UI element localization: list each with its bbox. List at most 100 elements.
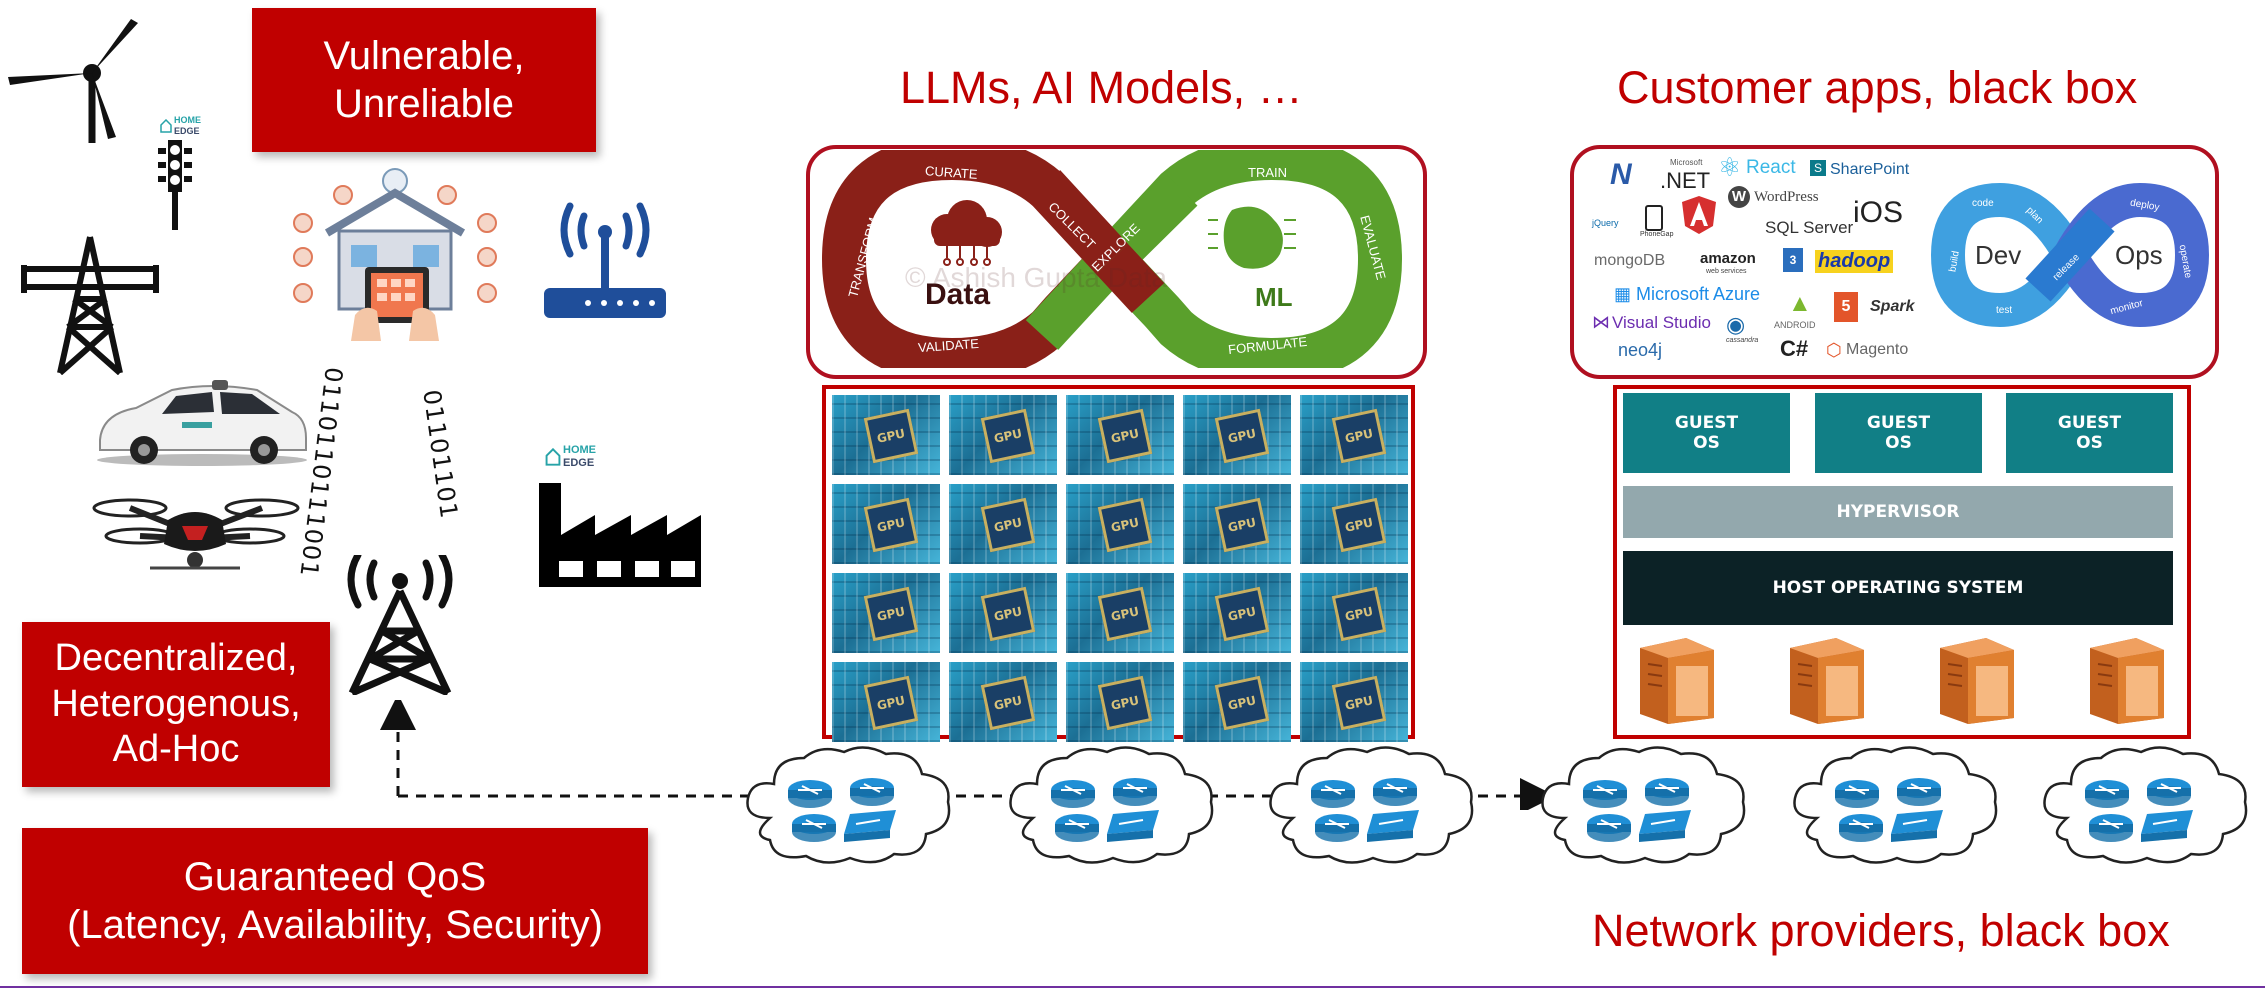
gpu-chip-icon: GPU — [1331, 586, 1387, 642]
traffic-light-icon — [158, 140, 192, 230]
gpu-chip-icon: GPU — [1331, 408, 1387, 464]
gpu-chip-icon: GPU — [980, 497, 1036, 553]
gpu-chip-icon: GPU — [1097, 586, 1153, 642]
gpu-chip-icon: GPU — [1097, 408, 1153, 464]
drone-icon — [92, 498, 300, 570]
binary-stream-right: 01101101 — [417, 388, 464, 521]
server-icon — [2090, 638, 2164, 724]
home-edge-text-1: HOME — [174, 115, 201, 125]
gpu-chip-tile: GPU — [1066, 395, 1174, 475]
logo-android-icon: ▲ — [1788, 290, 1812, 317]
logo-phonegap: PhoneGap — [1640, 231, 1674, 238]
logo-magento: Magento — [1846, 341, 1909, 358]
network-cloud-icon — [1541, 746, 1746, 864]
gpu-chip-icon: GPU — [1331, 497, 1387, 553]
qos-line-1: Guaranteed QoS — [183, 855, 487, 899]
gpu-chip-tile: GPU — [832, 484, 940, 564]
ml-lifecycle-diagram — [821, 150, 1403, 368]
network-heading: Network providers, black box — [1592, 905, 2170, 956]
guest-os-2-line-1: GUEST — [1866, 412, 1931, 433]
gpu-chip-icon: GPU — [863, 586, 919, 642]
gpu-chip-tile: GPU — [1300, 484, 1408, 564]
network-cloud-icon — [2043, 746, 2248, 864]
gpu-chip-tile: GPU — [1066, 484, 1174, 564]
logo-sqlserver: SQL Server — [1765, 218, 1854, 237]
gpu-chip-tile: GPU — [949, 573, 1057, 653]
logo-amazon-small: web services — [1706, 268, 1747, 275]
ml-center-data-label: Data — [925, 278, 991, 311]
gpu-chip-tile: GPU — [1183, 484, 1291, 564]
logo-visualstudio: Visual Studio — [1612, 313, 1711, 332]
logo-wordpress-icon: W — [1728, 186, 1750, 208]
gpu-chip-tile: GPU — [1066, 662, 1174, 742]
logo-hadoop: hadoop — [1815, 250, 1894, 273]
ml-stage-train: TRAIN — [1248, 165, 1287, 180]
gpu-chip-icon: GPU — [1214, 408, 1270, 464]
gpu-chip-tile: GPU — [1300, 395, 1408, 475]
gpu-chip-tile: GPU — [949, 395, 1057, 475]
bottom-divider — [0, 986, 2265, 988]
logo-sharepoint: SharePoint — [1830, 161, 1910, 178]
network-cloud-icon — [1269, 746, 1474, 864]
home-edge-text-2: EDGE — [563, 457, 595, 469]
gpu-chip-tile: GPU — [832, 573, 940, 653]
ml-center-ml-label: ML — [1255, 282, 1293, 312]
vulnerable-line-1: Vulnerable, — [323, 34, 525, 78]
gpu-chip-tile: GPU — [1300, 662, 1408, 742]
logo-neo4j: neo4j — [1618, 340, 1663, 360]
gpu-chip-tile: GPU — [1183, 395, 1291, 475]
gpu-chip-icon: GPU — [863, 675, 919, 731]
guest-os-2: GUEST OS — [1815, 393, 1982, 473]
server-icon — [1640, 638, 1714, 724]
logo-react: React — [1746, 157, 1796, 178]
qos-line-2: (Latency, Availability, Security) — [67, 903, 603, 947]
logo-phonegap-icon — [1645, 205, 1663, 231]
logo-react-icon: ⚛ — [1718, 152, 1742, 182]
gpu-chip-icon: GPU — [1331, 675, 1387, 731]
home-edge-text-2: EDGE — [174, 126, 200, 136]
logo-azure: Microsoft Azure — [1636, 284, 1761, 304]
wind-turbine-icon — [8, 19, 138, 143]
qos-box: Guaranteed QoS (Latency, Availability, S… — [22, 828, 648, 974]
factory-icon — [539, 483, 701, 587]
devops-stage-code: code — [1972, 198, 1994, 209]
gpu-chip-tile: GPU — [1183, 662, 1291, 742]
logo-net-small: Microsoft — [1670, 158, 1703, 167]
logo-sharepoint-icon: S — [1810, 160, 1826, 176]
gpu-chip-icon: GPU — [980, 408, 1036, 464]
decentralized-line-1: Decentralized, — [54, 637, 298, 680]
devops-loop-icon — [1930, 182, 2210, 328]
gpu-chip-icon: GPU — [863, 408, 919, 464]
guest-os-3-line-2: OS — [2076, 433, 2103, 453]
devops-stage-test: test — [1996, 305, 2013, 316]
gpu-chip-icon: GPU — [980, 586, 1036, 642]
smart-home-icon — [293, 168, 497, 341]
guest-os-3: GUEST OS — [2006, 393, 2173, 473]
logo-spark: Spark — [1870, 298, 1915, 315]
guest-os-1-line-2: OS — [1693, 433, 1720, 453]
devops-ops-label: Ops — [2115, 240, 2163, 270]
logo-ios: iOS — [1853, 196, 1904, 229]
gpu-chip-tile: GPU — [832, 395, 940, 475]
logo-cassandra-icon: ◉ — [1726, 312, 1746, 337]
gpu-chip-icon: GPU — [863, 497, 919, 553]
network-path-arrow — [380, 700, 1556, 810]
customer-heading: Customer apps, black box — [1617, 62, 2138, 113]
logo-magento-icon: ⬡ — [1826, 340, 1842, 360]
gpu-chip-icon: GPU — [1214, 586, 1270, 642]
logo-net: .NET — [1660, 168, 1711, 193]
logo-visualstudio-icon: ⋈ — [1592, 312, 1610, 332]
gpu-chip-tile: GPU — [949, 662, 1057, 742]
home-edge-text-1: HOME — [563, 444, 596, 456]
home-edge-badge: HOME EDGE — [545, 444, 605, 474]
logo-azure-icon: ▦ — [1614, 284, 1632, 304]
guest-os-2-line-2: OS — [1885, 433, 1912, 453]
angular-icon — [1682, 196, 1716, 234]
gpu-chip-icon: GPU — [1097, 675, 1153, 731]
decentralized-box: Decentralized, Heterogenous, Ad-Hoc — [22, 622, 330, 787]
gpu-chip-icon: GPU — [980, 675, 1036, 731]
ml-watermark: © Ashish Gupta Data — [905, 262, 1167, 293]
logo-html5-icon: 5 — [1834, 292, 1858, 322]
logo-jquery: jQuery — [1592, 218, 1619, 228]
